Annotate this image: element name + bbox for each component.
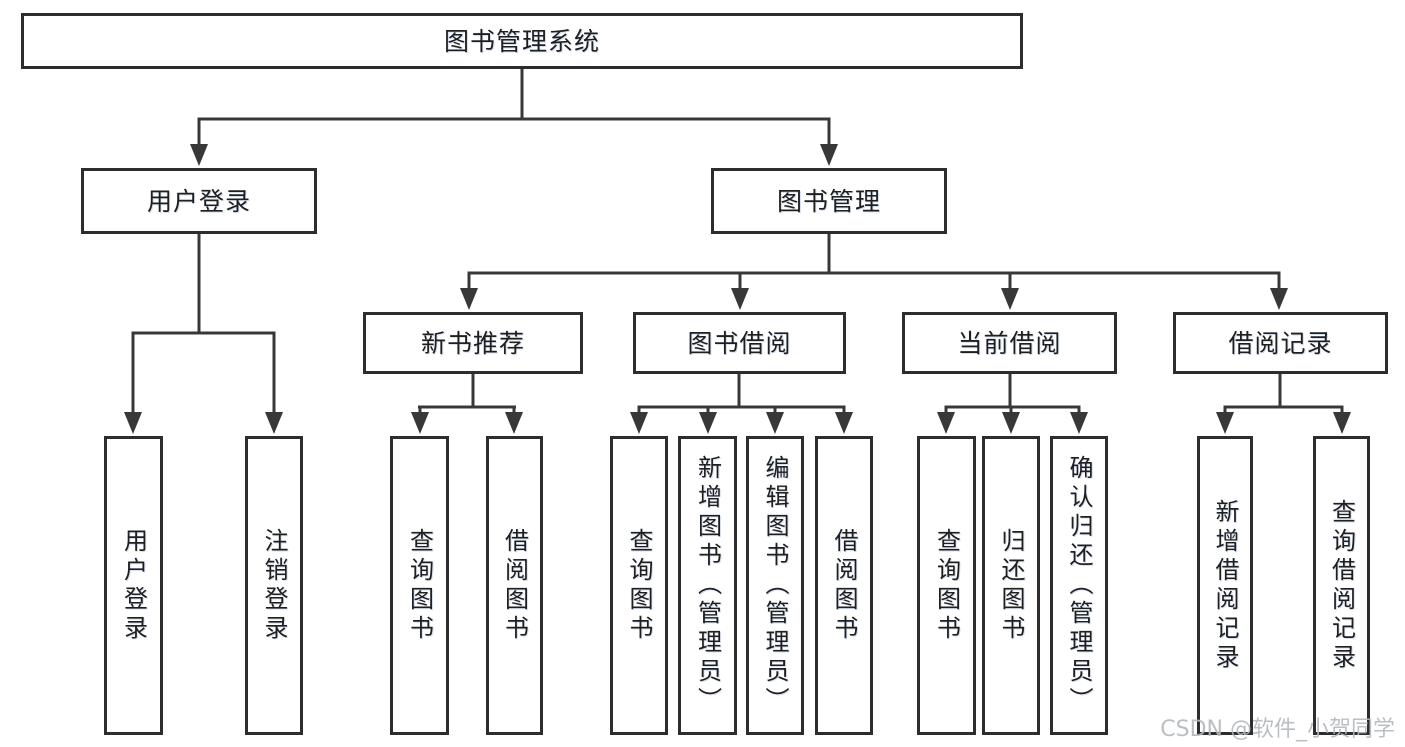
leaf-add-borrow-record: 新增借阅记录 bbox=[1197, 436, 1253, 735]
leaf-query-books-current-label: 查询图书 bbox=[932, 527, 961, 644]
node-borrow-records: 借阅记录 bbox=[1173, 312, 1388, 374]
leaf-edit-books-admin: 编辑图书（管理员） bbox=[746, 436, 804, 735]
leaf-edit-books-admin-label: 编辑图书（管理员） bbox=[761, 455, 789, 716]
node-root-label: 图书管理系统 bbox=[443, 26, 600, 56]
leaf-borrow-books-recommend: 借阅图书 bbox=[486, 436, 543, 735]
leaf-query-books-borrow-label: 查询图书 bbox=[625, 527, 653, 644]
leaf-borrow-books-recommend-label: 借阅图书 bbox=[500, 527, 529, 644]
node-user-login-label: 用户登录 bbox=[146, 186, 251, 216]
watermark: CSDN @软件_小贺同学 bbox=[1160, 717, 1395, 742]
leaf-add-borrow-record-label: 新增借阅记录 bbox=[1211, 498, 1239, 673]
node-current-borrow-label: 当前借阅 bbox=[957, 328, 1062, 358]
leaf-borrow-books-label: 借阅图书 bbox=[830, 527, 858, 644]
leaf-confirm-return-admin: 确认归还（管理员） bbox=[1050, 436, 1108, 735]
node-book-borrow: 图书借阅 bbox=[633, 312, 846, 374]
node-new-book-recommend: 新书推荐 bbox=[363, 312, 583, 374]
leaf-return-books: 归还图书 bbox=[982, 436, 1040, 735]
leaf-return-books-label: 归还图书 bbox=[997, 527, 1025, 644]
leaf-user-login-label: 用户登录 bbox=[119, 527, 148, 644]
leaf-borrow-books: 借阅图书 bbox=[815, 436, 873, 735]
leaf-confirm-return-admin-label: 确认归还（管理员） bbox=[1065, 455, 1093, 716]
leaf-logout-label: 注销登录 bbox=[260, 527, 288, 644]
node-book-borrow-label: 图书借阅 bbox=[687, 328, 792, 358]
leaf-query-books-recommend: 查询图书 bbox=[390, 436, 449, 735]
node-book-management: 图书管理 bbox=[711, 168, 947, 234]
leaf-query-borrow-record-label: 查询借阅记录 bbox=[1327, 498, 1356, 673]
node-root: 图书管理系统 bbox=[21, 13, 1023, 69]
node-borrow-records-label: 借阅记录 bbox=[1228, 328, 1333, 358]
node-new-book-recommend-label: 新书推荐 bbox=[420, 328, 525, 358]
leaf-query-books-current: 查询图书 bbox=[917, 436, 976, 735]
node-book-management-label: 图书管理 bbox=[776, 186, 881, 216]
node-user-login: 用户登录 bbox=[81, 168, 317, 234]
leaf-add-books-admin: 新增图书（管理员） bbox=[678, 436, 737, 735]
leaf-add-books-admin-label: 新增图书（管理员） bbox=[693, 455, 722, 716]
leaf-user-login: 用户登录 bbox=[104, 436, 163, 735]
leaf-query-borrow-record: 查询借阅记录 bbox=[1313, 436, 1370, 735]
leaf-logout: 注销登录 bbox=[245, 436, 303, 735]
node-current-borrow: 当前借阅 bbox=[902, 312, 1117, 374]
leaf-query-books-recommend-label: 查询图书 bbox=[405, 527, 434, 644]
leaf-query-books-borrow: 查询图书 bbox=[610, 436, 668, 735]
